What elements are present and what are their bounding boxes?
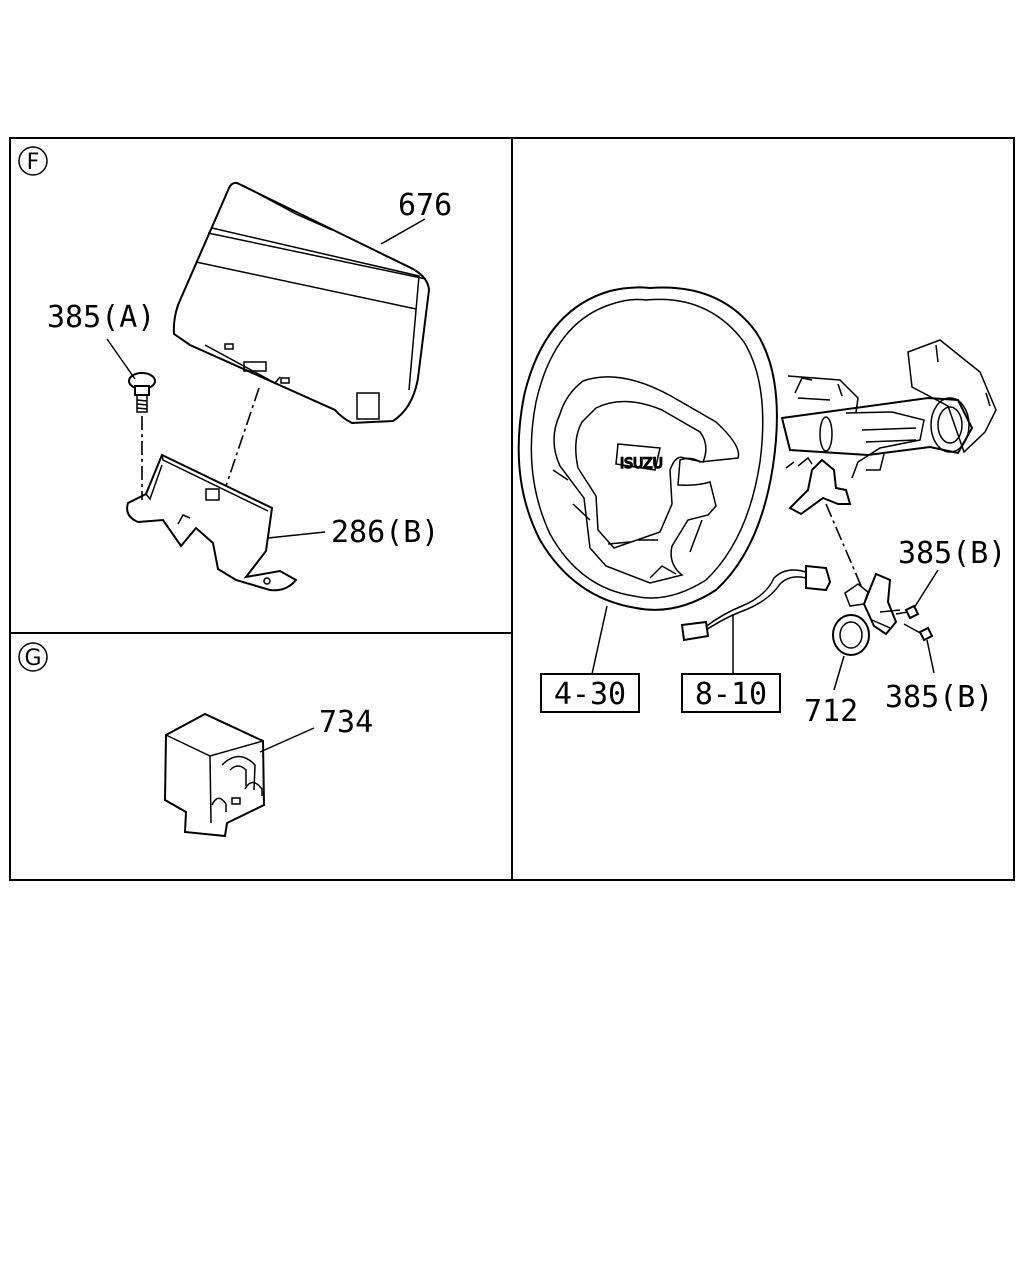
- leader-734: [259, 727, 315, 753]
- svg-text:ISUZU: ISUZU: [620, 456, 663, 472]
- panel-steering: ISUZU: [517, 286, 1006, 729]
- panel-g-marker: G: [18, 642, 48, 672]
- diagram-frame: [9, 137, 1015, 881]
- wiring-harness: [680, 564, 832, 642]
- ref-box-4-30[interactable]: 4-30: [540, 673, 640, 713]
- panel-g: G 734: [18, 642, 373, 838]
- label-385b-lower: 385(B): [885, 680, 993, 715]
- screw-385b-upper: [895, 604, 920, 620]
- leader-385a: [106, 338, 136, 380]
- leader-4-30: [591, 605, 608, 675]
- control-module-676: [172, 181, 431, 425]
- label-712: 712: [804, 694, 858, 729]
- label-286b: 286(B): [331, 515, 439, 550]
- relay-734: [163, 712, 266, 838]
- ref-label-8-10: 8-10: [695, 677, 767, 712]
- leader-385b-upper: [913, 569, 939, 609]
- label-676: 676: [398, 188, 452, 223]
- clock-spring-712: [832, 572, 901, 656]
- label-385b-upper: 385(B): [898, 536, 1006, 571]
- bracket-286b: [126, 453, 298, 592]
- screw-385b-lower: [903, 623, 934, 642]
- leader-286b: [267, 531, 326, 539]
- panel-g-marker-text: G: [24, 646, 41, 671]
- leader-712: [833, 655, 845, 691]
- ref-box-8-10[interactable]: 8-10: [681, 673, 781, 713]
- steering-column: [780, 339, 997, 516]
- panel-f: F: [18, 146, 452, 592]
- assembly-line-module: [225, 387, 260, 487]
- steering-wheel: ISUZU: [517, 286, 778, 611]
- assembly-line-712: [825, 503, 863, 589]
- label-734: 734: [319, 705, 373, 740]
- panel-f-marker-text: F: [27, 150, 40, 175]
- panel-f-marker: F: [18, 146, 48, 176]
- label-385a: 385(A): [47, 300, 155, 335]
- leader-385b-lower: [926, 639, 935, 674]
- bolt-385a: [128, 372, 156, 413]
- ref-label-4-30: 4-30: [554, 677, 626, 712]
- leader-676: [380, 218, 426, 245]
